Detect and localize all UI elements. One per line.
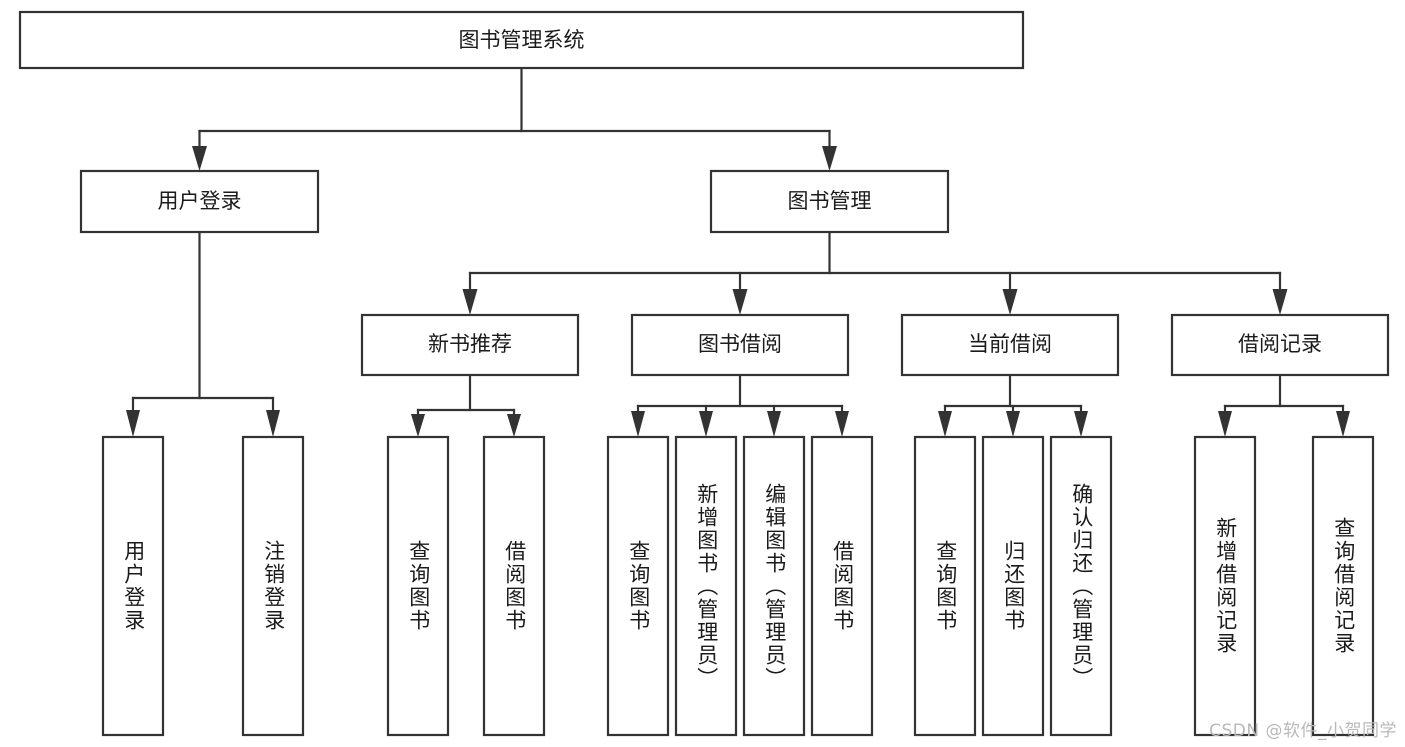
leaf-box-group xyxy=(101,435,1375,737)
leaf-box-edit-book[interactable] xyxy=(742,435,806,737)
arrow-head-leaf-borrow-book-1 xyxy=(507,414,521,437)
node-book-borrow-box[interactable] xyxy=(630,313,850,377)
node-user-login[interactable]: 用户登录 xyxy=(79,169,320,234)
leaf-box-logout[interactable] xyxy=(241,435,305,737)
arrow-head-book-borrow xyxy=(732,289,748,315)
leaf-box-query-book-2[interactable] xyxy=(606,435,670,737)
leaf-box-query-book-1[interactable] xyxy=(386,435,450,737)
node-new-book-recommend[interactable]: 新书推荐 xyxy=(360,313,580,377)
arrow-head-borrow-record xyxy=(1272,289,1288,315)
leaf-box-user-login[interactable] xyxy=(101,435,165,737)
leaf-box-query-book-3[interactable] xyxy=(913,435,977,737)
node-current-borrow[interactable]: 当前借阅 xyxy=(900,313,1120,377)
node-current-borrow-box[interactable] xyxy=(900,313,1120,377)
leaf-box-borrow-book-2[interactable] xyxy=(810,435,874,737)
leaf-box-borrow-book-1[interactable] xyxy=(482,435,546,737)
node-current-borrow-label: 当前借阅 xyxy=(968,332,1052,356)
arrow-head-user-login xyxy=(192,146,207,171)
node-user-login-label: 用户登录 xyxy=(158,189,242,213)
arrow-head-book-mgmt xyxy=(822,146,837,171)
node-borrow-record[interactable]: 借阅记录 xyxy=(1170,313,1390,377)
node-book-management-box[interactable] xyxy=(709,169,950,234)
arrow-head-leaf-borrow-book-2 xyxy=(835,411,849,437)
connector-group xyxy=(126,66,1350,437)
arrow-head-leaf-query-book-3 xyxy=(938,411,952,437)
node-new-book-recommend-box[interactable] xyxy=(360,313,580,377)
node-root-label: 图书管理系统 xyxy=(459,28,585,52)
arrow-head-leaf-confirm-return xyxy=(1074,411,1088,437)
node-book-management-label: 图书管理 xyxy=(788,189,872,213)
leaf-box-confirm-return[interactable] xyxy=(1049,435,1113,737)
arrow-head-current-borrow xyxy=(1002,289,1018,315)
node-borrow-record-label: 借阅记录 xyxy=(1238,332,1322,356)
arrow-head-leaf-user-login xyxy=(126,410,140,437)
leaf-box-add-record[interactable] xyxy=(1193,435,1257,737)
arrow-head-leaf-edit-book xyxy=(767,411,781,437)
node-borrow-record-box[interactable] xyxy=(1170,313,1390,377)
node-root-box[interactable] xyxy=(18,10,1025,70)
arrow-head-leaf-add-record xyxy=(1218,411,1232,437)
arrow-head-leaf-query-book-2 xyxy=(631,411,645,437)
arrow-head-leaf-logout xyxy=(266,410,280,437)
arrow-head-leaf-return-book xyxy=(1006,411,1020,437)
node-book-borrow[interactable]: 图书借阅 xyxy=(630,313,850,377)
arrow-head-leaf-query-book-1 xyxy=(411,414,425,437)
leaf-box-add-book[interactable] xyxy=(674,435,738,737)
arrow-head-leaf-add-book xyxy=(699,411,713,437)
leaf-box-query-record[interactable] xyxy=(1311,435,1375,737)
csdn-watermark: CSDN @软件_小贺同学 xyxy=(1209,721,1397,741)
node-user-login-box[interactable] xyxy=(79,169,320,234)
node-book-management[interactable]: 图书管理 xyxy=(709,169,950,234)
arrow-head-new-book-rec xyxy=(462,289,478,315)
node-root[interactable]: 图书管理系统 xyxy=(18,10,1025,70)
arrow-head-leaf-query-record xyxy=(1336,411,1350,437)
node-new-book-recommend-label: 新书推荐 xyxy=(428,332,512,356)
leaf-box-return-book[interactable] xyxy=(981,435,1045,737)
node-book-borrow-label: 图书借阅 xyxy=(698,332,782,356)
